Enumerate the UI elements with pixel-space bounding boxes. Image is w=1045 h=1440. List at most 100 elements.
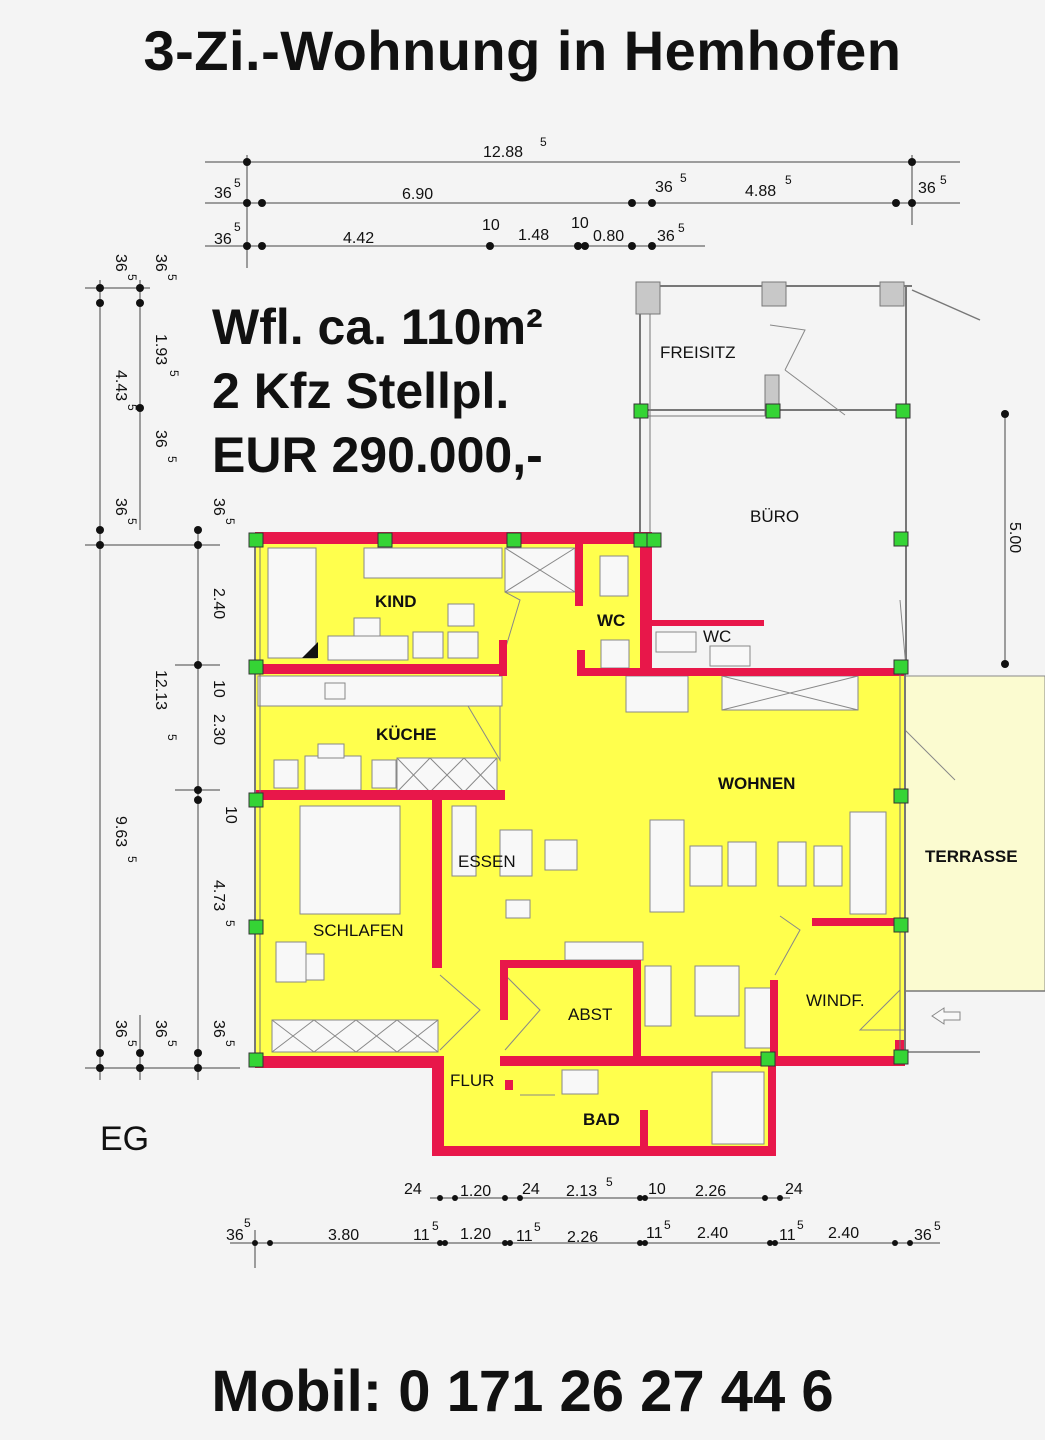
dim-left-i: 12.13 [152,670,169,710]
dim-left-m-sup: 5 [125,856,139,863]
room-label-wc-1: WC [597,611,625,630]
dim-bottom-r2-d: 1.20 [460,1226,491,1243]
room-label-terrasse: TERRASSE [925,847,1018,866]
dim-top-r2-d: 10 [571,215,589,232]
dim-bottom-r2-k: 36 [914,1227,932,1244]
room-label-schlafen: SCHLAFEN [313,921,404,940]
dim-left-l: 10 [222,806,239,824]
dim-left-o-sup: 5 [125,1040,139,1047]
dim-bottom-r2-e-sup: 5 [534,1220,541,1234]
dim-left-n-sup: 5 [223,920,237,927]
kind-corner-mark [302,642,318,658]
dim-top-r2-b: 10 [482,217,500,234]
dim-left-p: 36 [152,1020,169,1038]
dim-bottom-r2-b: 3.80 [328,1227,359,1244]
dim-bottom-r2-c-sup: 5 [432,1219,439,1233]
dim-top-total: 12.88 [483,144,523,161]
freisitz-doors [769,324,907,669]
contact-phone: Mobil: 0 171 26 27 44 6 [211,1359,834,1424]
dim-bottom-r1-d: 2.13 [566,1183,597,1200]
dim-left-j: 10 [210,680,227,698]
living-area: Wfl. ca. 110m² [212,299,543,355]
dim-left-p-sup: 5 [165,1040,179,1047]
dim-bottom-r2-e: 11 [516,1228,533,1245]
room-label-wc-2: WC [703,627,731,646]
dimension-lines [85,155,1006,1268]
dim-left-o: 36 [112,1020,129,1038]
listing-info: Wfl. ca. 110m² 2 Kfz Stellpl. EUR 290.00… [212,295,543,487]
furniture [257,547,887,1145]
dim-top-r2-e: 0.80 [593,228,624,245]
dim-bottom-r2-c: 11 [413,1227,430,1244]
dim-top-r2-left: 36 [214,231,232,248]
dim-left-g: 36 [210,498,227,516]
room-label-windf: WINDF. [806,991,865,1010]
dim-bottom-r2-k-sup: 5 [934,1219,941,1233]
dim-left-a-sup: 5 [125,274,139,281]
dim-bottom-r1-f: 2.26 [695,1183,726,1200]
dim-left-d: 4.43 [112,370,129,401]
dim-bottom-r1-g: 24 [785,1181,803,1198]
dim-left-b-sup: 5 [165,274,179,281]
room-label-buero: BÜRO [750,507,799,526]
dim-top-r2-left-sup: 5 [234,220,241,234]
dim-top-r2-c: 1.48 [518,227,549,244]
dim-bottom-r2-h: 2.40 [697,1225,728,1242]
dim-left-n: 4.73 [210,880,227,911]
dim-top-r1-b-sup: 5 [680,171,687,185]
dim-bottom-r2-g-sup: 5 [664,1218,671,1232]
dim-left-i-sup: 5 [165,734,179,741]
price: EUR 290.000,- [212,427,543,483]
dim-left-e: 36 [152,430,169,448]
dim-left-a: 36 [112,254,129,272]
dim-top-r1-right: 36 [918,180,936,197]
dim-bottom-r1-a: 24 [404,1181,422,1198]
dim-left-f: 36 [112,498,129,516]
dim-left-q: 36 [210,1020,227,1038]
room-label-abst: ABST [568,1005,612,1024]
dim-left-d-sup: 5 [125,404,139,411]
room-label-freisitz: FREISITZ [660,343,736,362]
dim-top-r2-a: 4.42 [343,230,374,247]
dim-left-b: 36 [152,254,169,272]
terrace-area [904,675,1045,992]
dim-left-h: 2.40 [210,588,227,619]
dim-top-r2-f: 36 [657,228,675,245]
dim-right-a: 5.00 [1006,522,1023,553]
dim-top-r1-left: 36 [214,185,232,202]
room-label-essen: ESSEN [458,852,516,871]
dim-left-q-sup: 5 [223,1040,237,1047]
furniture-details [271,547,961,1096]
dim-left-g-sup: 5 [223,518,237,525]
dim-left-f-sup: 5 [125,518,139,525]
dim-top-r1-left-sup: 5 [234,176,241,190]
dim-bottom-r2-a-sup: 5 [244,1216,251,1230]
page-title: 3-Zi.-Wohnung in Hemhofen [143,19,902,82]
room-label-flur: FLUR [450,1071,494,1090]
room-label-wohnen: WOHNEN [718,774,795,793]
dim-bottom-r2-i: 11 [779,1227,796,1244]
dim-top-r1-c-sup: 5 [785,173,792,187]
dimension-ticks [96,158,1009,1246]
dim-top-r1-b: 36 [655,179,673,196]
parking-spaces: 2 Kfz Stellpl. [212,363,510,419]
floor-label: EG [100,1120,150,1158]
dim-left-m: 9.63 [112,816,129,847]
dim-bottom-r2-g: 11 [646,1225,663,1242]
dim-top-total-sup: 5 [540,135,547,149]
dim-bottom-r2-f: 2.26 [567,1229,598,1246]
dim-left-c-sup: 5 [167,370,181,377]
room-label-kueche: KÜCHE [376,725,436,744]
dim-top-r1-right-sup: 5 [940,173,947,187]
dim-top-r2-f-sup: 5 [678,221,685,235]
room-label-kind: KIND [375,592,417,611]
dim-bottom-r1-b: 1.20 [460,1183,491,1200]
walls [255,532,905,1156]
dim-top-r1-a: 6.90 [402,186,433,203]
room-label-bad: BAD [583,1110,620,1129]
dim-bottom-r1-e: 10 [648,1181,666,1198]
dim-left-k: 2.30 [210,714,227,745]
dim-bottom-r2-i-sup: 5 [797,1218,804,1232]
